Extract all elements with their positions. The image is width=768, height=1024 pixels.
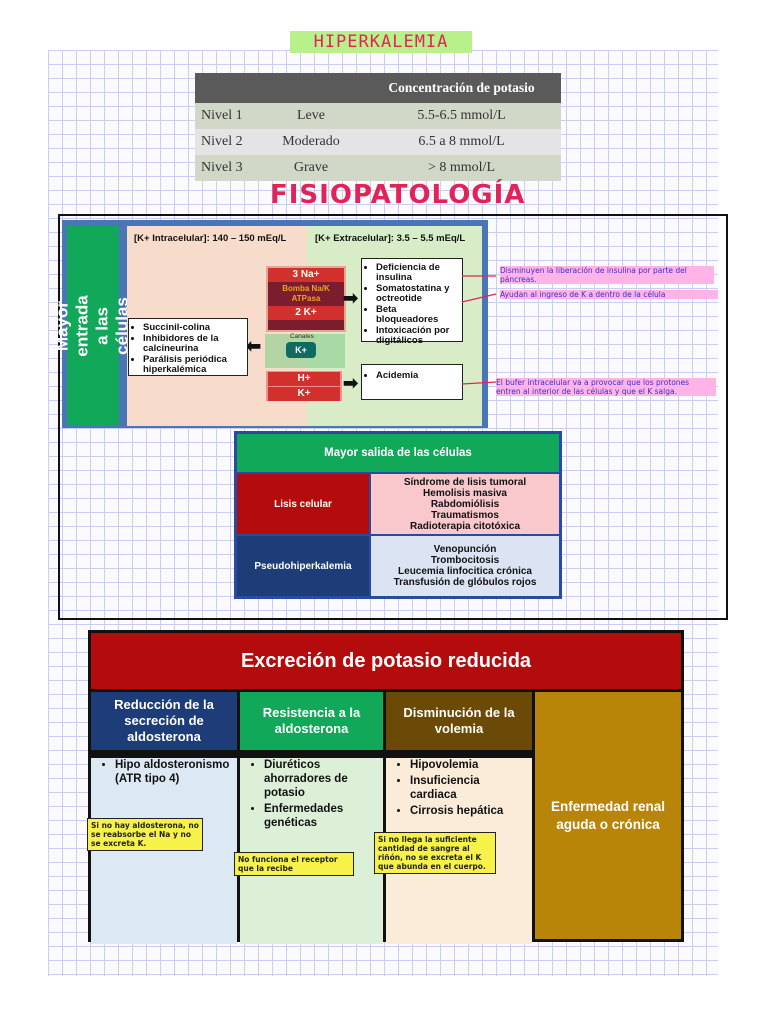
h-k-exchange: H+ K+: [266, 371, 342, 401]
note-bufer: El bufer intracelular va a provocar que …: [496, 378, 716, 396]
levels-table: Concentración de potasio Nivel 1 Leve 5.…: [195, 73, 561, 181]
column-header: Disminución de la volemia: [386, 692, 532, 750]
list-item: Diuréticos ahorradores de potasio: [264, 758, 377, 800]
levels-header: [195, 73, 260, 103]
annotation-arrows: [461, 275, 497, 385]
concentration-cell: > 8 mmol/L: [362, 155, 561, 181]
list-item: Inhibidores de la calcineurina: [143, 334, 243, 354]
acidemia-box: Acidemia: [361, 364, 463, 400]
excrecion-title: Excreción de potasio reducida: [91, 633, 681, 689]
vertical-label: Mayor entrada a las células: [53, 295, 132, 357]
ckd-column: Enfermedad renal aguda o crónica: [535, 692, 681, 939]
column-body: Hipo aldosteronismo (ATR tipo 4) Si no h…: [87, 758, 237, 944]
column-volemia: Disminución de la volemia Hipovolemia In…: [374, 692, 532, 944]
arrow-left-icon: ⬅: [246, 336, 262, 356]
severity-cell: Moderado: [260, 129, 362, 155]
note-insulin: Disminuyen la liberación de insulina por…: [500, 266, 714, 284]
lisis-label: Lisis celular: [234, 472, 371, 536]
levels-header: [260, 73, 362, 103]
right-causes-box: Deficiencia de insulina Somatostatina y …: [361, 258, 463, 346]
level-cell: Nivel 2: [195, 129, 260, 155]
severity-cell: Grave: [260, 155, 362, 181]
list-item: Hipo aldosteronismo (ATR tipo 4): [115, 758, 231, 786]
pseudo-list: Venopunción Trombocitosis Leucemia linfo…: [369, 534, 562, 599]
h-label: H+: [268, 372, 340, 386]
channel-label: Canales: [290, 333, 314, 340]
list-item: Trombocitosis: [430, 555, 500, 566]
column-header: Reducción de la secreción de aldosterona: [91, 692, 237, 750]
pump-k: 2 K+: [268, 306, 344, 320]
table-row: Nivel 3 Grave > 8 mmol/L: [195, 155, 561, 181]
extracellular-label: [K+ Extracelular]: 3.5 – 5.5 mEq/L: [315, 233, 466, 244]
arrow-right-icon: ➡: [343, 288, 359, 308]
list-item: Deficiencia de insulina: [376, 263, 458, 283]
list-item: Traumatismos: [431, 509, 499, 521]
pump-name: Bomba Na/K ATPasa: [282, 284, 330, 303]
note-aldosterona: Si no hay aldosterona, no se reabsorbe e…: [87, 818, 203, 851]
section-title: FISIOPATOLOGÍA: [270, 180, 526, 210]
vertical-label-box: Mayor entrada a las células: [53, 226, 132, 426]
ckd-label: Enfermedad renal aguda o crónica: [550, 798, 666, 832]
list-item: Enfermedades genéticas: [264, 802, 377, 830]
pump-na: 3 Na+: [268, 268, 344, 282]
table-row: Pseudohiperkalemia Venopunción Trombocit…: [234, 534, 562, 599]
list-item: Leucemia linfocitica crónica: [398, 566, 532, 577]
arrow-right-icon: ➡: [343, 373, 359, 393]
list-item: Rabdomiólisis: [430, 498, 500, 510]
intracellular-label: [K+ Intracelular]: 140 – 150 mEq/L: [134, 233, 287, 244]
note-volemia: Si no llega la suficiente cantidad de sa…: [374, 832, 496, 874]
column-header: Resistencia a la aldosterona: [240, 692, 383, 750]
table-row: Lisis celular Síndrome de lisis tumoral …: [234, 472, 562, 536]
salida-header: Mayor salida de las células: [234, 431, 562, 474]
list-item: Hipovolemia: [410, 758, 526, 772]
list-item: Insuficiencia cardiaca: [410, 774, 526, 802]
list-item: Parálisis periódica hiperkalémica: [143, 355, 243, 375]
list-item: Transfusión de glóbulos rojos: [393, 577, 537, 588]
list-item: Síndrome de lisis tumoral: [403, 476, 527, 488]
column-aldosterona: Reducción de la secreción de aldosterona…: [87, 692, 237, 944]
note-ingreso: Ayudan al ingreso de K a dentro de la cé…: [500, 290, 718, 299]
note-receptor: No funciona el receptor que la recibe: [234, 852, 354, 876]
pseudo-label: Pseudohiperkalemia: [234, 534, 371, 599]
levels-header: Concentración de potasio: [362, 73, 561, 103]
list-item: Acidemia: [376, 371, 458, 381]
salida-table: Mayor salida de las células Lisis celula…: [234, 431, 562, 599]
list-item: Venopunción: [433, 544, 497, 555]
channel-k: K+: [286, 342, 316, 358]
level-cell: Nivel 1: [195, 103, 260, 129]
level-cell: Nivel 3: [195, 155, 260, 181]
concentration-cell: 5.5-6.5 mmol/L: [362, 103, 561, 129]
column-body: Hipovolemia Insuficiencia cardiaca Cirro…: [374, 758, 532, 944]
list-item: Cirrosis hepática: [410, 804, 526, 818]
concentration-cell: 6.5 a 8 mmol/L: [362, 129, 561, 155]
page-title: HIPERKALEMIA: [290, 31, 472, 53]
lisis-list: Síndrome de lisis tumoral Hemolisis masi…: [369, 472, 562, 536]
severity-cell: Leve: [260, 103, 362, 129]
list-item: Somatostatina y octreotide: [376, 284, 458, 304]
list-item: Radioterapia citotóxica: [409, 520, 521, 532]
table-row: Nivel 2 Moderado 6.5 a 8 mmol/L: [195, 129, 561, 155]
list-item: Succinil-colina: [143, 323, 243, 333]
na-k-pump: 3 Na+ Bomba Na/K ATPasa 2 K+: [266, 266, 346, 332]
list-item: Hemolisis masiva: [423, 487, 507, 499]
column-resistencia: Resistencia a la aldosterona Diuréticos …: [234, 692, 383, 944]
table-row: Nivel 1 Leve 5.5-6.5 mmol/L: [195, 103, 561, 129]
list-item: Intoxicación por digitálicos: [376, 326, 458, 346]
excrecion-chart: Excreción de potasio reducida Reducción …: [87, 630, 684, 944]
left-causes-box: Succinil-colina Inhibidores de la calcin…: [128, 318, 248, 376]
fisiopatologia-frame: [58, 214, 728, 620]
column-body: Diuréticos ahorradores de potasio Enferm…: [234, 758, 383, 944]
k-label: K+: [268, 387, 340, 401]
list-item: Beta bloqueadores: [376, 305, 458, 325]
